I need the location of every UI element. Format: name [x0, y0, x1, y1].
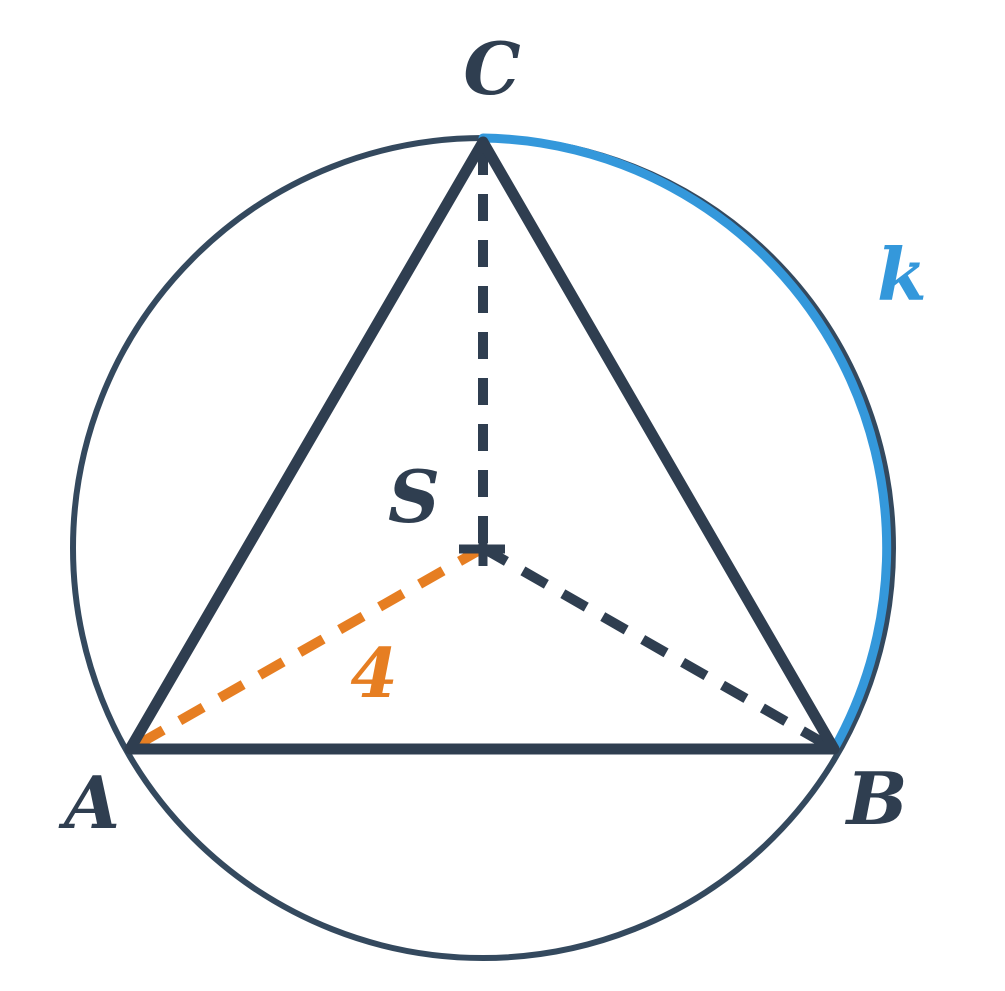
segment-sb-dashed	[480, 543, 837, 754]
circle-k-highlight-arc	[478, 133, 892, 754]
vertex-label-a: A	[58, 760, 120, 845]
radius-length-label: 4	[350, 634, 397, 714]
triangle-abc	[124, 136, 840, 755]
vertex-label-c: C	[463, 26, 520, 111]
radius-sa-dashed	[127, 543, 486, 754]
center-label-s: S	[388, 454, 440, 539]
circle-name-label-k: k	[877, 232, 927, 317]
vertex-label-b: B	[845, 756, 908, 841]
center-marker-s	[459, 526, 505, 566]
